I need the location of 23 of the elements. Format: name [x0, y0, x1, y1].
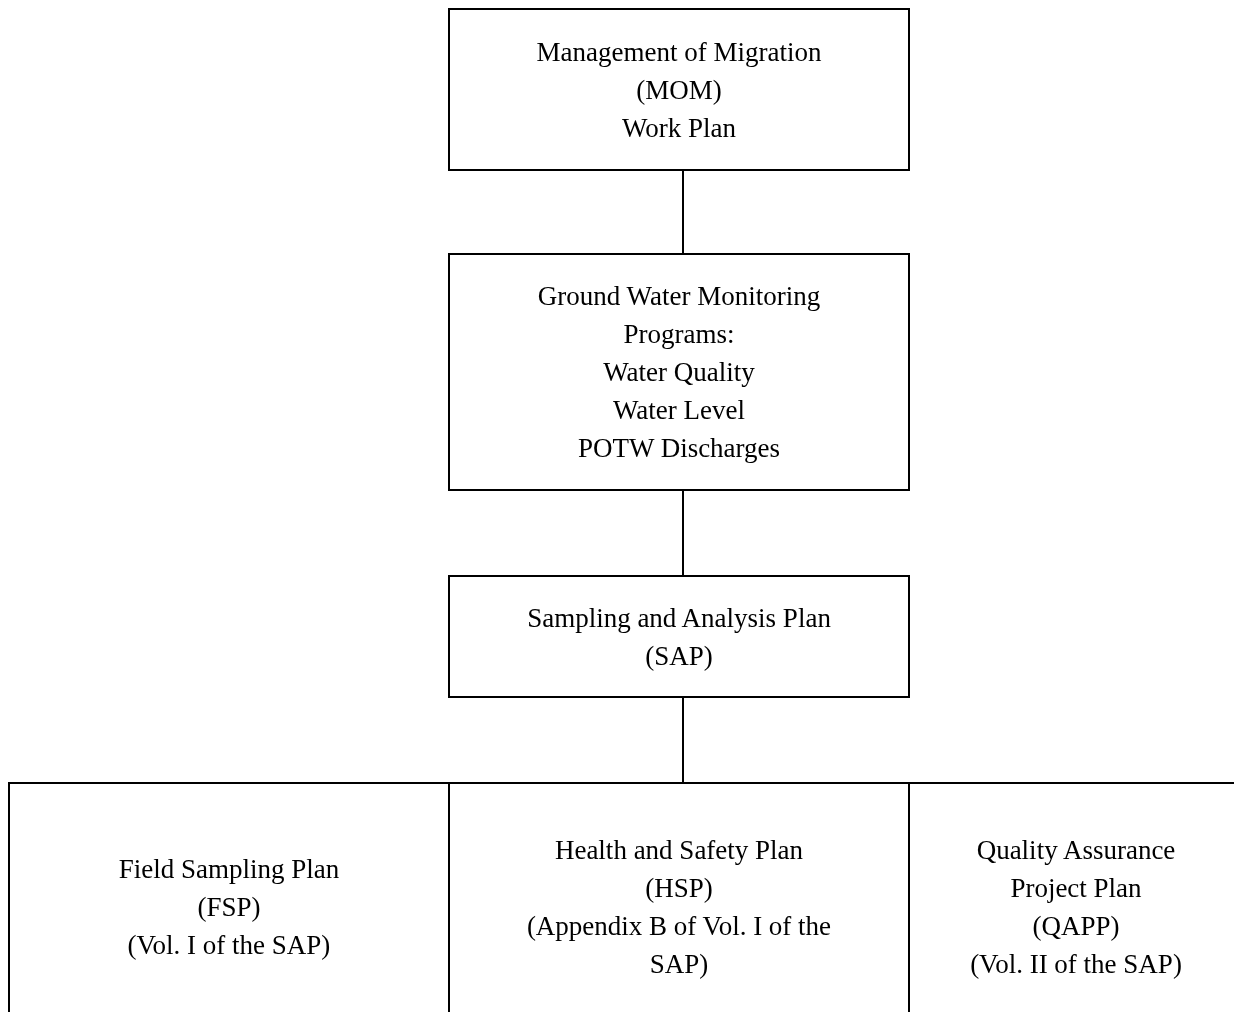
connector-line [682, 490, 684, 576]
box-text: (Vol. II of the SAP) [970, 948, 1182, 981]
box-text: Ground Water Monitoring Programs: [536, 280, 822, 351]
box-text: Quality Assurance Project Plan [975, 834, 1177, 905]
box-text: Health and Safety Plan [554, 834, 804, 867]
connector-line [682, 170, 684, 254]
plan-box [448, 8, 910, 171]
connector-line [682, 697, 684, 783]
box-text: (Vol. I of the SAP) [127, 929, 331, 962]
box-text: POTW Discharges [577, 432, 781, 465]
plan-box [448, 575, 910, 698]
box-text: Field Sampling Plan [118, 853, 340, 886]
box-text: (FSP) [197, 891, 261, 924]
box-text: Water Level [613, 394, 745, 427]
box-text: Work Plan [621, 111, 737, 145]
plan-box [448, 253, 910, 491]
box-text: Management of Migration (MOM) [535, 35, 823, 107]
box-text: (HSP) [645, 872, 713, 905]
box-text: Water Quality [603, 356, 755, 389]
box-text: (Appendix B of Vol. I of the SAP) [525, 910, 833, 981]
box-text: Sampling and Analysis Plan (SAP) [526, 601, 832, 673]
plan-box [8, 782, 450, 1012]
box-text: (QAPP) [1032, 910, 1120, 943]
